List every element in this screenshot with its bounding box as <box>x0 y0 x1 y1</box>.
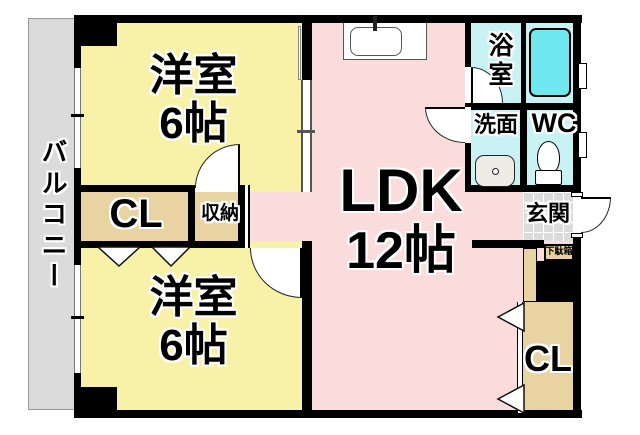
opening-washroom-door <box>465 107 471 143</box>
wall-bath-bottom <box>465 103 581 110</box>
bathtub <box>529 28 571 97</box>
storage-room <box>195 185 245 248</box>
balcony-label: バルコニー <box>38 138 68 293</box>
pillar-bottom-left <box>74 387 117 418</box>
room-bottom-name: 洋室 <box>149 273 238 322</box>
window-balcony-top <box>74 68 81 168</box>
partition-toproom-ldk <box>301 80 312 192</box>
pillar-top-left <box>74 15 117 46</box>
wall-closet-bottom <box>74 241 250 248</box>
western-room-top <box>77 18 310 192</box>
room-top-size: 6帖 <box>159 99 228 148</box>
opening-entrance <box>573 197 581 233</box>
wall-bottom <box>74 410 582 418</box>
closet-entrance <box>523 302 573 413</box>
vent-wc <box>578 132 587 158</box>
wc-label: WC <box>531 108 577 138</box>
wall-top <box>74 15 582 23</box>
opening-bath-door <box>465 67 471 103</box>
room-top-name: 洋室 <box>149 51 238 100</box>
wall-storage-right <box>238 185 245 248</box>
ldk-corridor <box>250 185 308 248</box>
entrance-jamb-top <box>571 192 583 197</box>
window-tick-bottom <box>71 316 84 319</box>
bath-label: 浴室 <box>485 32 513 90</box>
opening-storage <box>195 185 238 192</box>
ldk-size: 12帖 <box>346 222 456 280</box>
wall-bath-divider <box>521 23 526 103</box>
room-bottom-size: 6帖 <box>159 321 228 370</box>
room-bottom-label: 洋室 6帖 <box>77 274 310 370</box>
wall-bottomroom-ldk <box>302 241 312 418</box>
toilet-tank <box>535 170 562 185</box>
washbasin-drain <box>492 168 499 175</box>
balcony-area <box>28 18 77 410</box>
entrance-side-strip <box>523 248 537 302</box>
kitchen-faucet <box>373 16 377 31</box>
room-top-label: 洋室 6帖 <box>77 52 310 148</box>
wall-left-middle <box>74 168 81 265</box>
closet-mid <box>77 185 195 248</box>
vent-bath <box>578 63 587 89</box>
entrance-tile <box>523 192 573 241</box>
window-balcony-bottom <box>74 265 81 373</box>
washroom-label: 洗面 <box>473 112 518 137</box>
shoe-cabinet-label: 下駄箱 <box>545 246 573 256</box>
pillar-entrance <box>537 261 581 302</box>
kitchen-sink <box>350 27 402 56</box>
partition-tick <box>297 130 315 133</box>
entrance-jamb-bottom <box>571 233 583 238</box>
closet-entrance-track <box>517 302 523 413</box>
partition-pocket <box>298 26 301 80</box>
door-arc-entrance <box>581 197 611 233</box>
wall-toproom-ldk <box>302 15 312 80</box>
folding-door-closet-mid <box>96 246 192 268</box>
shoe-cabinet <box>544 244 574 261</box>
wall-wc-left <box>520 110 527 192</box>
folding-door-closet-entrance <box>496 301 525 415</box>
ldk-label: LDK 12帖 <box>306 157 496 281</box>
storage-label: 収納 <box>200 203 239 224</box>
closet-mid-label: CL <box>109 192 163 236</box>
wall-entrance-bar <box>472 240 544 248</box>
entrance-label: 玄関 <box>525 201 570 226</box>
wall-closet-top <box>74 185 195 192</box>
window-tick-top <box>71 114 84 117</box>
ldk-name: LDK <box>339 157 463 224</box>
door-jamb-bottomroom <box>245 185 250 248</box>
wall-storage-left <box>188 185 195 248</box>
wall-wet-bottom <box>465 185 581 192</box>
closet-entrance-label: CL <box>524 338 572 379</box>
